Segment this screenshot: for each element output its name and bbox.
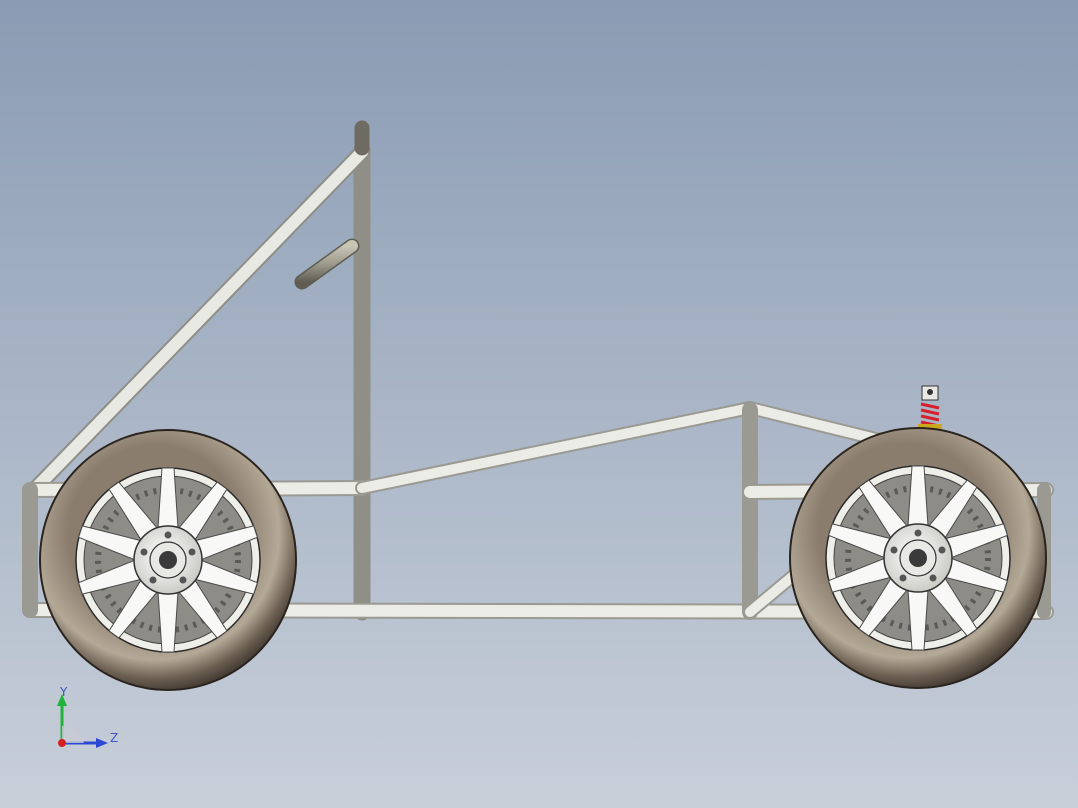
y-axis-label: Y	[59, 686, 68, 699]
coordinate-triad-icon: Y Z	[57, 686, 118, 748]
rear-wheel[interactable]	[40, 430, 296, 690]
x-axis-dot	[58, 739, 66, 747]
front-wheel[interactable]	[790, 428, 1046, 688]
front-shock-absorber	[918, 385, 942, 430]
z-axis-label: Z	[110, 731, 118, 745]
